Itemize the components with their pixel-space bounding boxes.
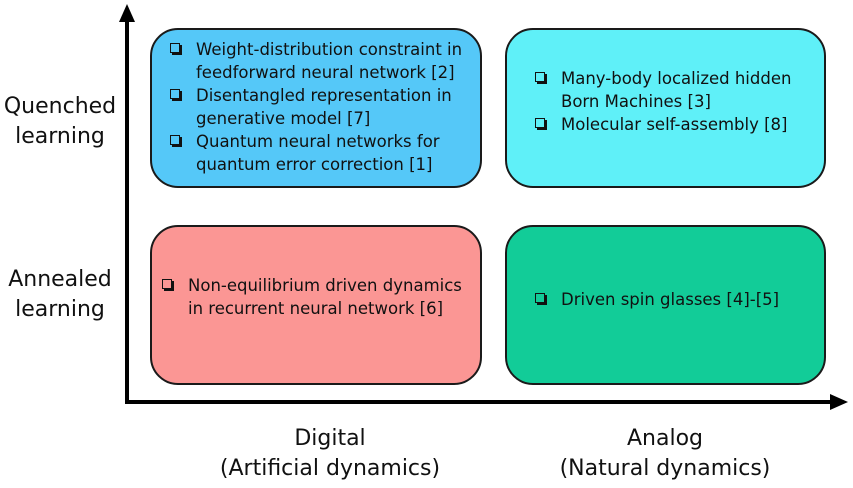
col-label-analog-line1: Analog xyxy=(626,426,703,451)
list-item-line: Non-equilibrium driven dynamics xyxy=(188,276,462,295)
list-item-line: Weight-distribution constraint in xyxy=(196,40,463,59)
checkbox-bullet-icon xyxy=(170,135,180,145)
row-label-annealed: Annealed learning xyxy=(0,265,120,325)
list-item-line: quantum error correction [1] xyxy=(196,155,433,174)
list-item: Disentangled representation in generative… xyxy=(164,84,470,130)
list-item-line: Born Machines [3] xyxy=(561,92,711,111)
box-quenched-digital: Weight-distribution constraint in feedfor… xyxy=(150,28,482,188)
item-list: Weight-distribution constraint in feedfor… xyxy=(164,38,470,176)
checkbox-bullet-icon xyxy=(162,279,172,289)
list-item-line: Driven spin glasses [4]-[5] xyxy=(561,290,780,309)
list-item-line: Quantum neural networks for xyxy=(196,132,440,151)
item-list: Non-equilibrium driven dynamics in recurr… xyxy=(156,274,472,320)
item-list: Driven spin glasses [4]-[5] xyxy=(529,288,814,311)
box-annealed-digital: Non-equilibrium driven dynamics in recurr… xyxy=(150,225,482,385)
row-label-annealed-line2: learning xyxy=(15,297,105,322)
box-annealed-analog: Driven spin glasses [4]-[5] xyxy=(505,225,826,385)
row-label-annealed-line1: Annealed xyxy=(8,267,112,292)
row-label-quenched-line2: learning xyxy=(15,124,105,149)
list-item-line: Molecular self-assembly [8] xyxy=(561,115,788,134)
x-axis-arrowhead xyxy=(830,394,848,410)
col-label-digital-line2: (Artificial dynamics) xyxy=(219,456,441,481)
checkbox-bullet-icon xyxy=(170,89,180,99)
row-label-quenched: Quenched learning xyxy=(0,92,120,152)
row-label-quenched-line1: Quenched xyxy=(3,94,117,119)
list-item: Weight-distribution constraint in feedfor… xyxy=(164,38,470,84)
checkbox-bullet-icon xyxy=(535,72,545,82)
checkbox-bullet-icon xyxy=(535,118,545,128)
list-item-line: Many-body localized hidden xyxy=(561,69,792,88)
list-item: Non-equilibrium driven dynamics in recurr… xyxy=(156,274,472,320)
list-item: Molecular self-assembly [8] xyxy=(529,113,814,136)
col-label-digital: Digital (Artificial dynamics) xyxy=(180,424,480,484)
y-axis-arrowhead xyxy=(119,4,135,22)
list-item-line: Disentangled representation in xyxy=(196,86,452,105)
col-label-digital-line1: Digital xyxy=(294,426,366,451)
checkbox-bullet-icon xyxy=(535,293,545,303)
list-item-line: in recurrent neural network [6] xyxy=(188,299,444,318)
col-label-analog-line2: (Natural dynamics) xyxy=(559,456,771,481)
list-item: Driven spin glasses [4]-[5] xyxy=(529,288,814,311)
list-item-line: generative model [7] xyxy=(196,109,371,128)
list-item-line: feedforward neural network [2] xyxy=(196,63,455,82)
list-item: Quantum neural networks for quantum error… xyxy=(164,130,470,176)
col-label-analog: Analog (Natural dynamics) xyxy=(515,424,815,484)
checkbox-bullet-icon xyxy=(170,43,180,53)
